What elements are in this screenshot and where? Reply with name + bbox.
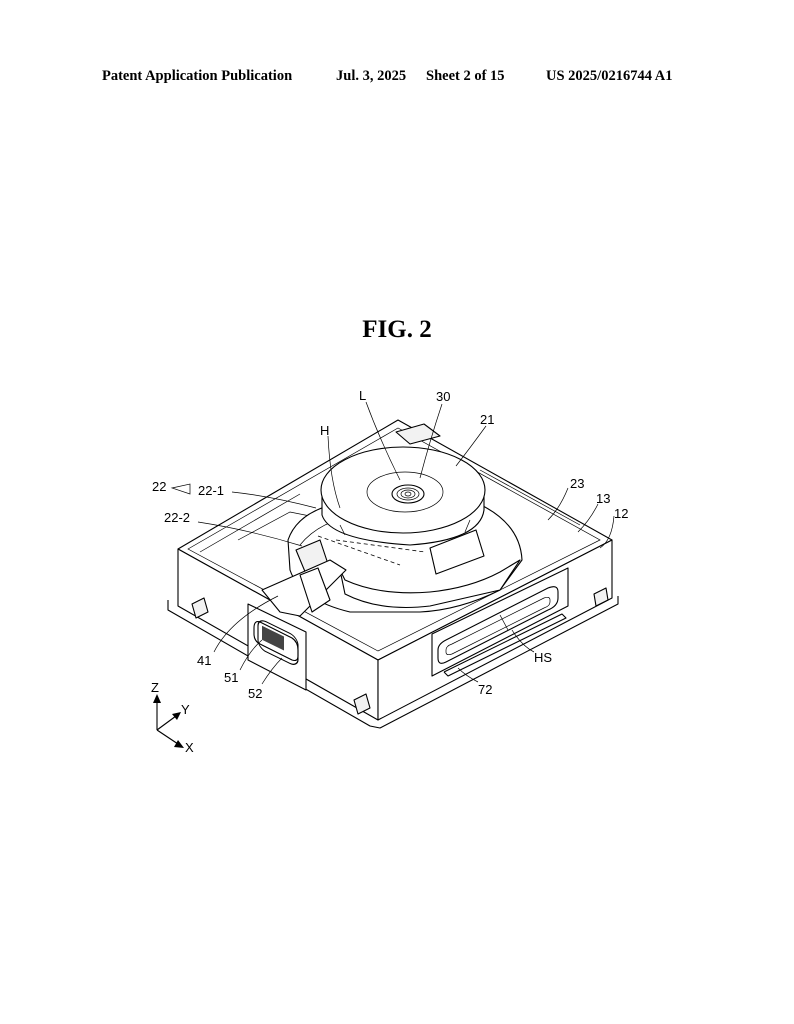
label-H: H: [320, 423, 329, 438]
publication-type: Patent Application Publication: [102, 68, 293, 84]
label-13: 13: [596, 491, 610, 506]
label-12: 12: [614, 506, 628, 521]
label-30: 30: [436, 389, 450, 404]
label-L: L: [359, 388, 366, 403]
publication-date: Jul. 3, 2025: [336, 68, 407, 84]
label-51: 51: [224, 670, 238, 685]
leader-lines: [170, 401, 615, 685]
driver-assembly: [261, 535, 426, 617]
label-HS: HS: [534, 650, 552, 665]
label-52: 52: [248, 686, 262, 701]
label-22-2: 22-2: [164, 510, 190, 525]
side-window-right: [431, 567, 569, 677]
axis-y-label: Y: [181, 702, 190, 717]
axis-z-label: Z: [151, 680, 159, 695]
side-window-left: [247, 603, 307, 691]
sheet-number: Sheet 2 of 15: [426, 68, 505, 84]
lens-barrel: [320, 446, 486, 546]
page-header: Patent Application Publication Jul. 3, 2…: [0, 68, 794, 88]
label-22: 22: [152, 479, 166, 494]
reference-labels: L 30 21 H 22 22-1 22-2 23 13 12 41 51 52…: [152, 388, 628, 701]
coordinate-axes: Z Y X: [151, 680, 194, 755]
label-23: 23: [570, 476, 584, 491]
figure-title: FIG. 2: [362, 316, 432, 343]
label-21: 21: [480, 412, 494, 427]
label-22-1: 22-1: [198, 483, 224, 498]
axis-x-label: X: [185, 740, 194, 755]
label-72: 72: [478, 682, 492, 697]
label-41: 41: [197, 653, 211, 668]
publication-number: US 2025/0216744 A1: [546, 68, 673, 84]
